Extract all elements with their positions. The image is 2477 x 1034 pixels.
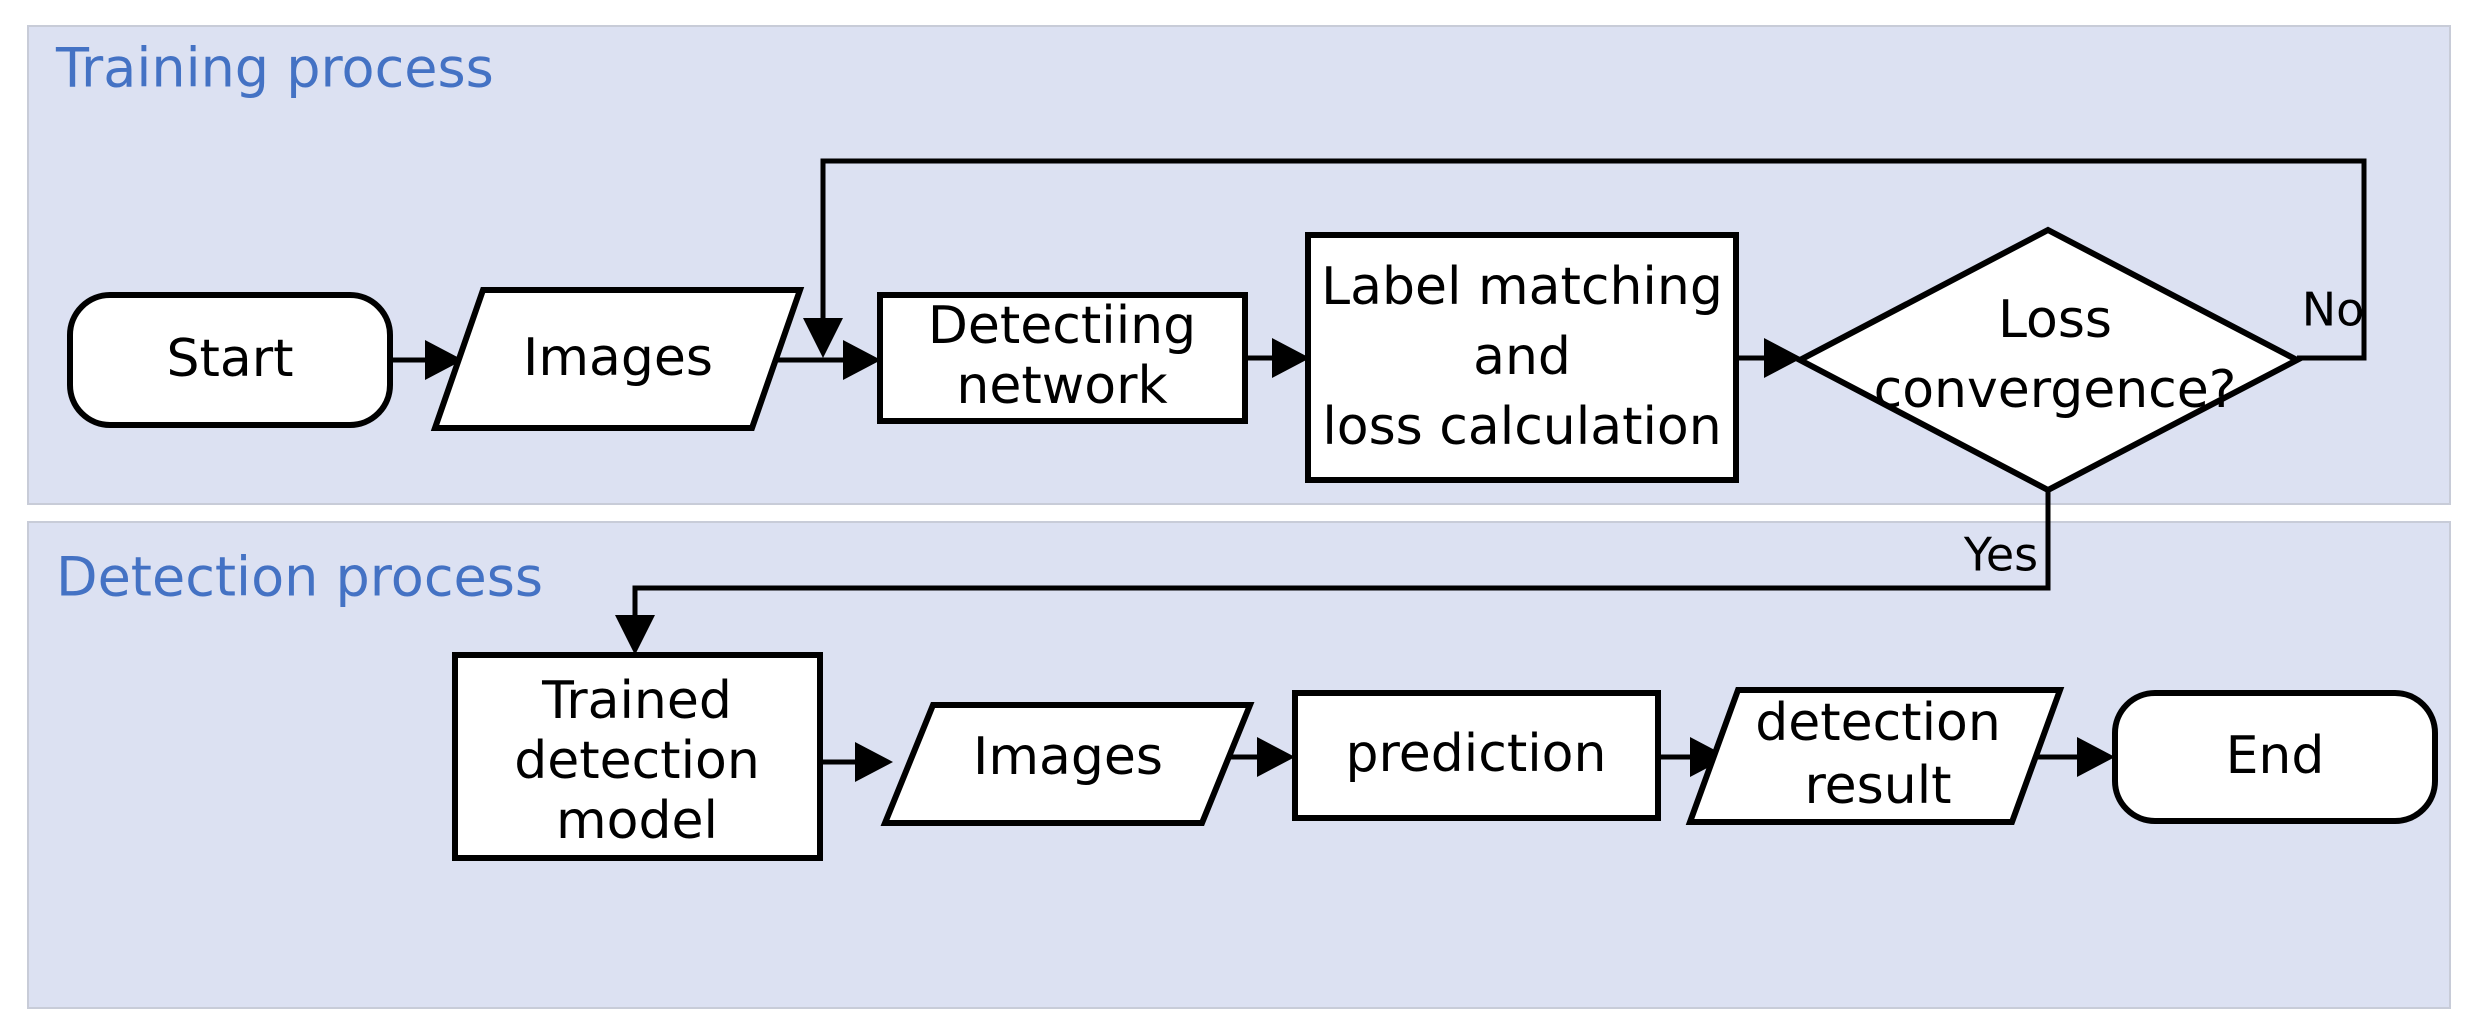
node-images-train[interactable]: Images [430,287,805,431]
band-training-title: Training process [55,37,494,100]
node-start[interactable]: Start [67,292,393,428]
edge-prediction-to-result [1658,737,1728,777]
node-trained-model-label-line2: detection [514,731,760,791]
node-loss-convergence-label-line2: convergence? [1874,360,2237,420]
node-trained-model-shape[interactable] [452,652,823,861]
node-end-label: End [2226,726,2325,786]
band-detection-rect [27,521,2451,1009]
edge-decision-no-feedback [803,158,2367,361]
node-label-loss-label-line1: Label matching [1321,257,1723,317]
node-detecting-network[interactable]: Detectiing network [877,292,1248,424]
node-detecting-network-label-line2: network [956,356,1167,416]
band-detection-title: Detection process [56,546,543,609]
node-loss-convergence-shape[interactable] [1793,226,2304,494]
node-end[interactable]: End [2112,690,2438,824]
node-detecting-network-label-line1: Detectiing [928,296,1196,356]
edge-label-yes: Yes [1963,528,2038,582]
node-prediction[interactable]: prediction [1292,690,1661,821]
node-label-loss-label-line2: and [1473,327,1571,387]
node-images-train-label: Images [523,328,713,388]
node-start-shape[interactable] [67,292,393,428]
node-end-shape[interactable] [2112,690,2438,824]
node-images-detect-label: Images [973,727,1163,787]
node-loss-convergence[interactable]: Loss convergence? [1793,226,2304,494]
band-detection: Detection process [27,521,2451,1009]
node-detection-result-shape[interactable] [1685,687,2065,825]
node-prediction-shape[interactable] [1292,690,1661,821]
node-detecting-network-shape[interactable] [877,292,1248,424]
edge-loss-to-decision [1736,338,1802,378]
node-start-label: Start [166,329,293,389]
node-trained-model[interactable]: Trained detection model [452,652,823,861]
edge-images-to-network [767,340,881,380]
edge-model-to-images [820,742,893,782]
node-detection-result[interactable]: detection result [1685,687,2065,825]
node-images-detect-shape[interactable] [880,702,1255,826]
node-trained-model-label-line1: Trained [541,671,732,731]
node-detection-result-label-line2: result [1804,756,1951,816]
edge-network-to-loss [1245,338,1310,378]
node-images-detect[interactable]: Images [880,702,1255,826]
edge-label-no: No [2302,283,2365,337]
node-label-loss[interactable]: Label matching and loss calculation [1305,232,1739,483]
node-detection-result-label-line1: detection [1755,693,2001,753]
node-label-loss-shape[interactable] [1305,232,1739,483]
node-label-loss-label-line3: loss calculation [1322,397,1721,457]
node-prediction-label: prediction [1346,724,1607,784]
node-images-train-shape[interactable] [430,287,805,431]
node-trained-model-label-line3: model [556,791,718,851]
edge-start-to-images [390,340,463,380]
edge-decision-yes-to-model [615,490,2051,655]
node-loss-convergence-label-line1: Loss [1998,290,2112,350]
